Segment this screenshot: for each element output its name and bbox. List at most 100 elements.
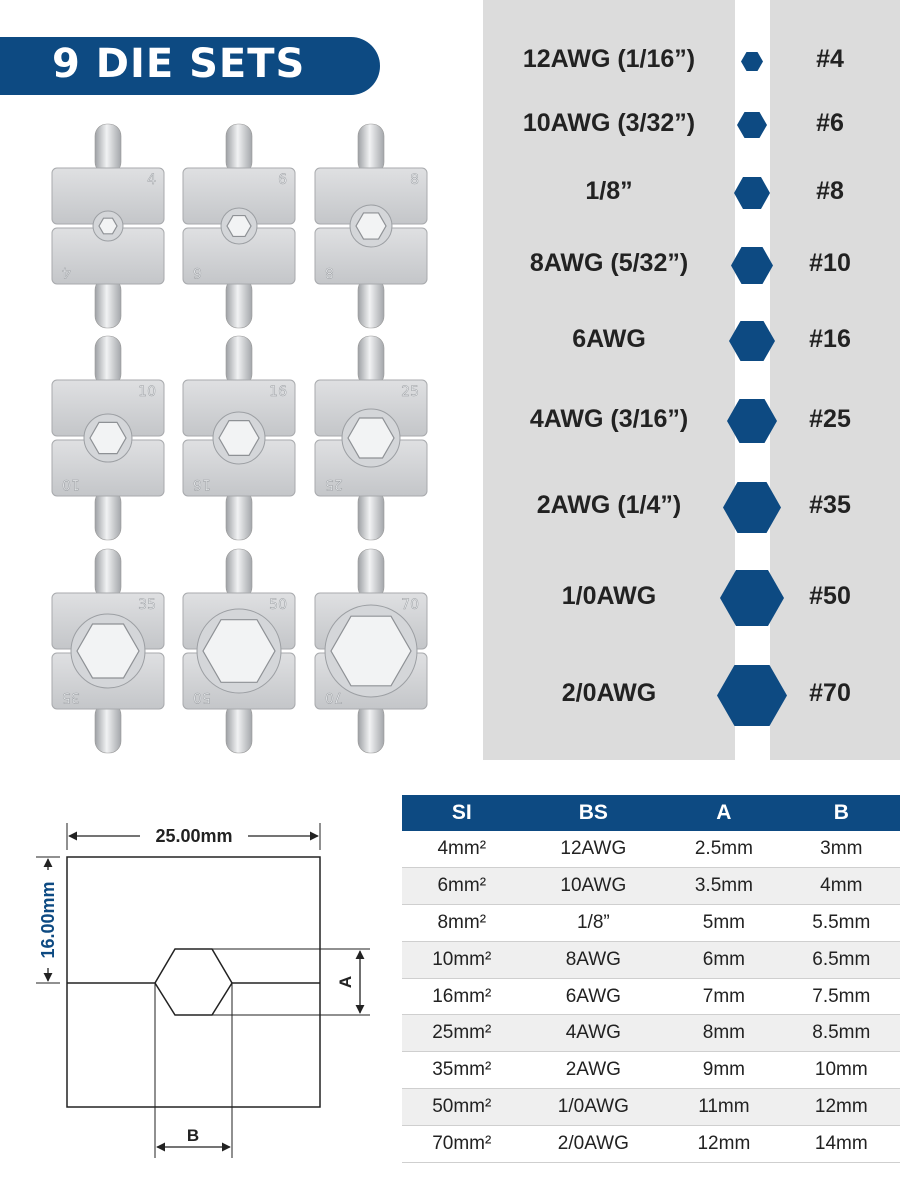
size-column-background [483, 0, 735, 760]
die-engraved-number: 10 [138, 384, 156, 400]
cell-b: 14mm [782, 1125, 900, 1163]
size-row: 6AWG#16 [483, 321, 900, 361]
size-reference-panel: 12AWG (1/16”) #4 10AWG (3/32”) #6 1/8” #8 8AWG… [483, 0, 900, 760]
die-number-label: #4 [816, 45, 844, 73]
die-engraved-number: 25 [401, 384, 419, 400]
cell-si: 8mm² [402, 904, 522, 942]
die-set: 25 25 [314, 335, 428, 541]
cell-a: 12mm [665, 1125, 783, 1163]
width-dimension-label: 25.00mm [155, 826, 232, 846]
cell-b: 6.5mm [782, 941, 900, 979]
die-engraved-number: 16 [269, 384, 287, 400]
die-number-label: #25 [809, 405, 851, 433]
cell-b: 7.5mm [782, 978, 900, 1016]
die-number-column-background [770, 0, 900, 760]
wire-size-label: 10AWG (3/32”) [522, 109, 696, 137]
hexagon-cavity [154, 948, 233, 1016]
b-dimension-label: B [187, 1126, 199, 1145]
die-engraved-number: 35 [138, 597, 156, 613]
die-number-label: #70 [809, 679, 851, 707]
cell-b: 3mm [782, 831, 900, 869]
wire-size-label: 2/0AWG [561, 679, 657, 707]
cell-a: 3.5mm [665, 867, 783, 906]
die-block-outline [66, 856, 321, 1108]
die-engraved-number: 16 [193, 476, 211, 492]
cell-si: 6mm² [402, 867, 522, 906]
cell-bs: 4AWG [521, 1014, 666, 1053]
hexagon-size-icon [727, 399, 777, 443]
cell-si: 35mm² [402, 1051, 522, 1090]
cell-a: 11mm [665, 1088, 783, 1126]
a-dimension-label: A [336, 976, 355, 988]
cell-bs: 1/8” [521, 904, 666, 942]
hexagon-size-icon [717, 664, 787, 726]
die-engraved-number: 10 [62, 476, 80, 492]
die-number-label: #8 [816, 177, 844, 205]
die-engraved-number: 4 [147, 172, 156, 188]
die-engraved-number: 70 [325, 689, 343, 705]
die-number-label: #35 [809, 491, 851, 519]
cell-bs: 2AWG [521, 1051, 666, 1090]
die-engraved-number: 70 [401, 597, 419, 613]
die-engraved-number: 25 [325, 476, 343, 492]
hexagon-size-icon [720, 570, 784, 626]
cell-b: 8.5mm [782, 1014, 900, 1053]
wire-size-label: 8AWG (5/32”) [529, 249, 689, 277]
wire-size-label: 4AWG (3/16”) [529, 405, 689, 433]
cell-a: 8mm [665, 1014, 783, 1053]
die-set: 44 [51, 123, 165, 329]
die-number-label: #6 [816, 109, 844, 137]
height-dimension-label: 16.00mm [38, 881, 58, 958]
die-set: 35 35 [51, 548, 165, 754]
size-row: 4AWG (3/16”) #25 [483, 399, 900, 443]
die-engraved-number: 50 [193, 689, 211, 705]
die-set: 10 10 [51, 335, 165, 541]
cell-b: 12mm [782, 1088, 900, 1126]
size-row: 2AWG (1/4”)#35 [483, 481, 900, 533]
wire-size-label: 12AWG (1/16”) [522, 45, 696, 73]
size-row: 1/0AWG #50 [483, 570, 900, 626]
die-engraved-number: 6 [193, 264, 202, 280]
die-number-label: #10 [809, 249, 851, 277]
wire-size-label: 1/8” [585, 177, 633, 205]
column-header-a: A [665, 795, 783, 831]
die-engraved-number: 50 [269, 597, 287, 613]
die-set: 88 [314, 123, 428, 329]
cell-si: 50mm² [402, 1088, 522, 1126]
die-engraved-number: 35 [62, 689, 80, 705]
cell-bs: 12AWG [521, 831, 666, 869]
column-header-bs: BS [521, 795, 666, 831]
die-set: 66 [182, 123, 296, 329]
cell-si: 16mm² [402, 978, 522, 1016]
die-number-label: #50 [809, 582, 851, 610]
table-header-row: SI BS A B [402, 795, 900, 831]
cell-b: 10mm [782, 1051, 900, 1090]
hexagon-size-icon [737, 112, 767, 138]
cell-a: 7mm [665, 978, 783, 1016]
cell-b: 5.5mm [782, 904, 900, 942]
die-set: 70 70 [314, 548, 428, 754]
die-number-label: #16 [809, 325, 851, 353]
hexagon-size-icon [731, 246, 773, 284]
cell-si: 10mm² [402, 941, 522, 979]
size-row: 8AWG (5/32”) #10 [483, 246, 900, 284]
cell-bs: 6AWG [521, 978, 666, 1016]
cell-si: 25mm² [402, 1014, 522, 1053]
cell-si: 4mm² [402, 831, 522, 869]
cell-a: 9mm [665, 1051, 783, 1090]
wire-size-label: 1/0AWG [561, 582, 657, 610]
cell-bs: 8AWG [521, 941, 666, 979]
column-header-si: SI [402, 795, 522, 831]
hexagon-size-icon [734, 177, 770, 209]
cell-bs: 1/0AWG [521, 1088, 666, 1126]
die-engraved-number: 4 [62, 264, 71, 280]
die-set: 50 50 [182, 548, 296, 754]
